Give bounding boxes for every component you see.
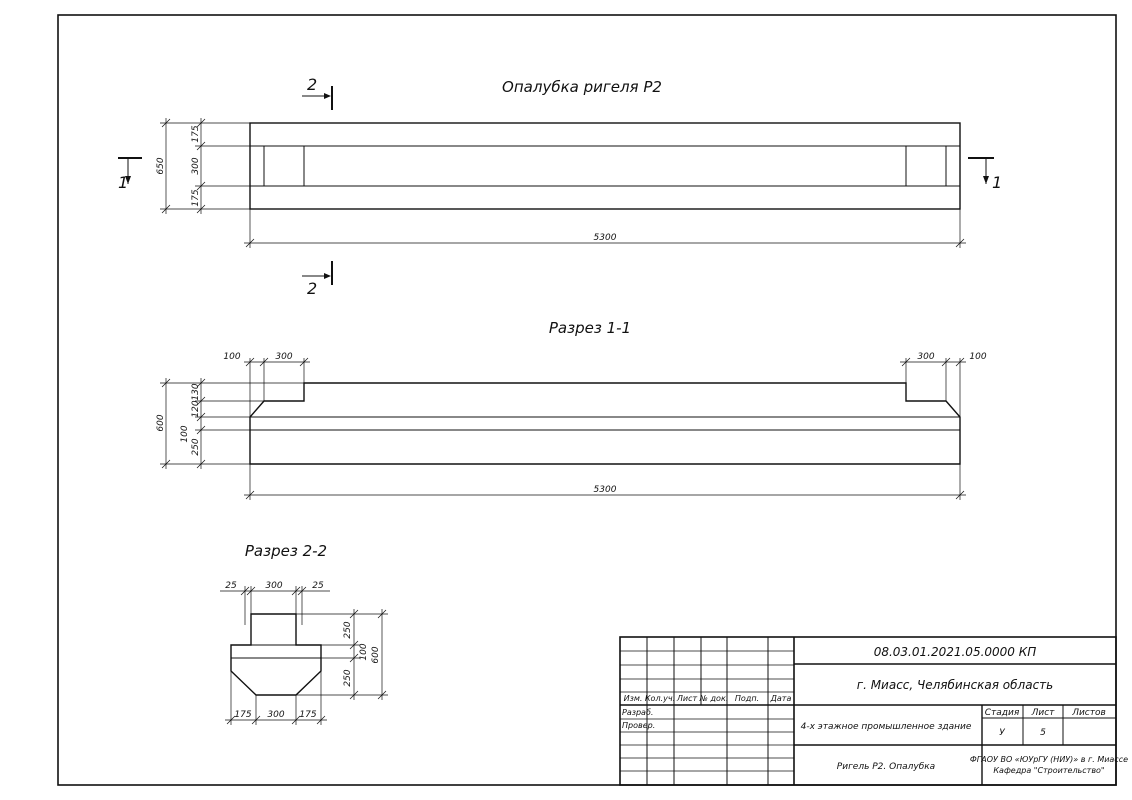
cut-1-marker-right bbox=[968, 157, 994, 184]
stamp-drawing: Ригель Р2. Опалубка bbox=[837, 762, 935, 772]
section-2-2-title: Разрез 2-2 bbox=[245, 542, 327, 560]
dim-s11-120: 120 bbox=[191, 400, 201, 417]
stamp-sheet-value: 5 bbox=[1040, 728, 1046, 738]
stamp-hdr-list: Лист bbox=[676, 694, 698, 703]
dim-plan-650: 650 bbox=[156, 157, 166, 174]
stamp-stage-label: Стадия bbox=[985, 708, 1020, 718]
dim-s22-600: 600 bbox=[371, 646, 381, 663]
dim-s11-100: 100 bbox=[180, 425, 190, 442]
dim-s11-left-100: 100 bbox=[223, 352, 240, 362]
stamp-org-line1: ФГАОУ ВО «ЮУрГУ (НИУ)» в г. Миассе bbox=[970, 755, 1128, 764]
stamp-prover: Провер. bbox=[622, 721, 655, 730]
stamp-location: г. Миасс, Челябинская область bbox=[857, 678, 1053, 692]
formwork-title: Опалубка ригеля Р2 bbox=[502, 78, 662, 96]
dim-s11-250: 250 bbox=[191, 438, 201, 455]
dim-s11-600: 600 bbox=[156, 414, 166, 431]
stamp-hdr-ndok: № док. bbox=[699, 694, 729, 703]
dim-s22-175-left: 175 bbox=[234, 710, 251, 720]
dim-s22-300-top: 300 bbox=[265, 581, 282, 591]
dim-s22-175-right: 175 bbox=[299, 710, 316, 720]
section-1-1-view: Разрез 1-1 100 300 300 100 bbox=[156, 319, 987, 500]
stamp-sheet-label: Лист bbox=[1031, 708, 1056, 718]
dim-plan-300: 300 bbox=[191, 157, 201, 174]
stamp-sheets-label: Листов bbox=[1071, 708, 1106, 718]
dim-plan-175-bot: 175 bbox=[191, 189, 201, 206]
dim-plan-175-top: 175 bbox=[191, 125, 201, 142]
cut-2-label-bottom: 2 bbox=[307, 279, 317, 298]
beam-outline bbox=[249, 122, 961, 210]
dim-s11-130: 130 bbox=[191, 383, 201, 400]
dim-s22-25-left: 25 bbox=[225, 581, 237, 591]
stamp-code: 08.03.01.2021.05.0000 КП bbox=[874, 645, 1037, 659]
cut-1-label-right: 1 bbox=[992, 173, 1002, 192]
dim-s22-250-bot: 250 bbox=[343, 669, 353, 686]
sheet-frame bbox=[57, 14, 1117, 786]
stamp-razrab: Разраб. bbox=[622, 708, 653, 717]
stamp-hdr-data: Дата bbox=[770, 694, 792, 703]
dim-s22-300-bot: 300 bbox=[267, 710, 284, 720]
stamp-stage-value: У bbox=[999, 728, 1005, 738]
section-2-2-outline bbox=[230, 613, 322, 696]
dim-s11-right-300: 300 bbox=[917, 352, 934, 362]
title-block: 08.03.01.2021.05.0000 КП г. Миасс, Челяб… bbox=[619, 636, 1128, 786]
cut-1-label-left: 1 bbox=[118, 173, 128, 192]
section-2-2-view: Разрез 2-2 25 300 25 bbox=[220, 542, 388, 725]
dim-s11-5300: 5300 bbox=[594, 485, 617, 495]
dim-s22-100: 100 bbox=[359, 643, 369, 660]
cut-2-label-top: 2 bbox=[307, 75, 317, 94]
dim-s22-25-right: 25 bbox=[312, 581, 324, 591]
stamp-hdr-podp: Подп. bbox=[735, 694, 759, 703]
dim-s22-250-top: 250 bbox=[343, 621, 353, 638]
stamp-hdr-kol: Кол.уч. bbox=[645, 694, 675, 703]
section-1-1-title: Разрез 1-1 bbox=[549, 319, 631, 337]
stamp-hdr-izm: Изм. bbox=[624, 694, 643, 703]
dim-plan-5300: 5300 bbox=[594, 233, 617, 243]
formwork-view: Опалубка ригеля Р2 650 175 300 175 bbox=[118, 75, 1002, 298]
dim-s11-right-100: 100 bbox=[969, 352, 986, 362]
stamp-building: 4-х этажное промышленное здание bbox=[801, 722, 972, 732]
stamp-org-line2: Кафедра "Строительство" bbox=[993, 766, 1104, 775]
dim-s11-left-300: 300 bbox=[275, 352, 292, 362]
section-1-1-outline bbox=[249, 382, 961, 465]
